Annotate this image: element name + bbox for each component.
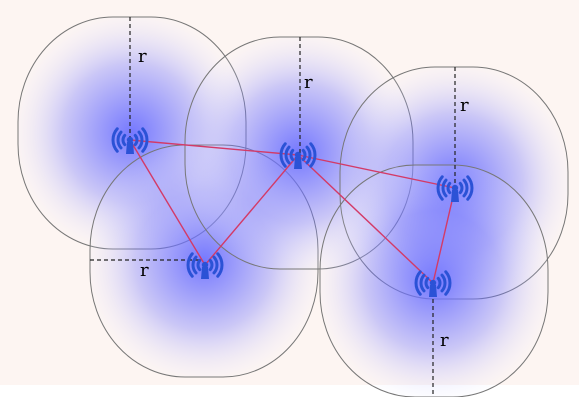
wave-left-1 <box>116 130 123 150</box>
wifi-antenna-icon-n5 <box>414 270 452 297</box>
link-n1-n3 <box>129 139 299 156</box>
wave-right-0 <box>436 276 442 290</box>
wave-right-0 <box>458 181 464 195</box>
wifi-antenna-icon-n1 <box>111 127 149 154</box>
wave-right-2 <box>141 127 149 153</box>
radius-label-n1: r <box>138 46 147 67</box>
wave-right-0 <box>301 148 307 162</box>
radius-label-n4: r <box>460 95 469 116</box>
antenna-mast <box>201 267 209 279</box>
wave-right-1 <box>212 255 219 275</box>
radius-label-n3: r <box>304 72 313 93</box>
wave-left-1 <box>441 178 448 198</box>
wave-left-2 <box>414 270 422 296</box>
wave-left-2 <box>436 175 444 201</box>
wifi-antenna-icon-n4 <box>436 175 474 202</box>
radius-label-n5: r <box>440 330 449 351</box>
link-n3-n4 <box>297 154 456 189</box>
wave-right-0 <box>208 258 214 272</box>
wave-right-0 <box>133 133 139 147</box>
wave-left-2 <box>111 127 119 153</box>
wave-right-1 <box>305 145 312 165</box>
wave-right-2 <box>444 270 452 296</box>
wifi-antenna-icon-n3 <box>279 142 317 169</box>
wave-left-0 <box>289 148 295 162</box>
wave-left-0 <box>121 133 127 147</box>
wave-left-0 <box>196 258 202 272</box>
wave-right-2 <box>309 142 317 168</box>
wave-left-2 <box>186 252 194 278</box>
wave-right-2 <box>216 252 224 278</box>
wave-left-2 <box>279 142 287 168</box>
antenna-mast <box>451 190 459 202</box>
wave-left-1 <box>419 273 426 293</box>
link-n1-n2 <box>129 139 206 266</box>
wave-right-1 <box>440 273 447 293</box>
wave-right-1 <box>137 130 144 150</box>
antenna-mast <box>429 285 437 297</box>
wave-right-2 <box>466 175 474 201</box>
antenna-mast <box>126 142 134 154</box>
wave-right-1 <box>462 178 469 198</box>
link-n3-n2 <box>204 154 299 266</box>
wave-left-0 <box>446 181 452 195</box>
link-n4-n5 <box>432 187 456 284</box>
wave-left-1 <box>284 145 291 165</box>
antenna-head <box>201 261 209 269</box>
wave-left-0 <box>424 276 430 290</box>
radius-label-n2: r <box>140 260 149 281</box>
antenna-head <box>451 184 459 192</box>
wave-left-1 <box>191 255 198 275</box>
antenna-head <box>294 151 302 159</box>
wifi-antenna-icon-n2 <box>186 252 224 279</box>
antenna-mast <box>294 157 302 169</box>
link-n3-n5 <box>297 154 434 284</box>
antenna-head <box>126 136 134 144</box>
antenna-head <box>429 279 437 287</box>
